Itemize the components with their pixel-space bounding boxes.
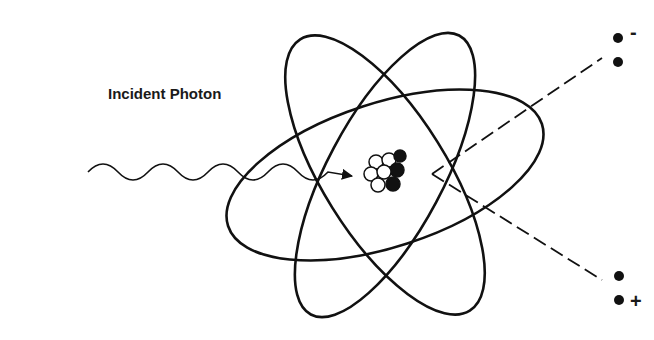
nucleon <box>394 150 406 162</box>
electron-orbits <box>206 6 564 340</box>
positron-dot <box>614 295 624 305</box>
orbit <box>260 8 511 340</box>
particles <box>613 33 624 305</box>
positron-dot <box>614 271 624 281</box>
electron-track <box>432 58 602 174</box>
orbit <box>248 6 523 340</box>
nucleon <box>386 177 400 191</box>
photon-label: Incident Photon <box>108 86 221 101</box>
charge-sign: - <box>630 22 637 42</box>
orbit <box>206 56 564 295</box>
electron-dot <box>613 57 623 67</box>
positron-track <box>432 174 602 280</box>
electron-dot <box>613 33 623 43</box>
nucleon <box>390 163 404 177</box>
nucleus <box>364 150 406 192</box>
nucleon <box>377 165 391 179</box>
nucleon <box>371 178 385 192</box>
particle-tracks <box>432 58 602 280</box>
photon-wave <box>88 164 352 180</box>
charge-sign: + <box>630 291 642 311</box>
